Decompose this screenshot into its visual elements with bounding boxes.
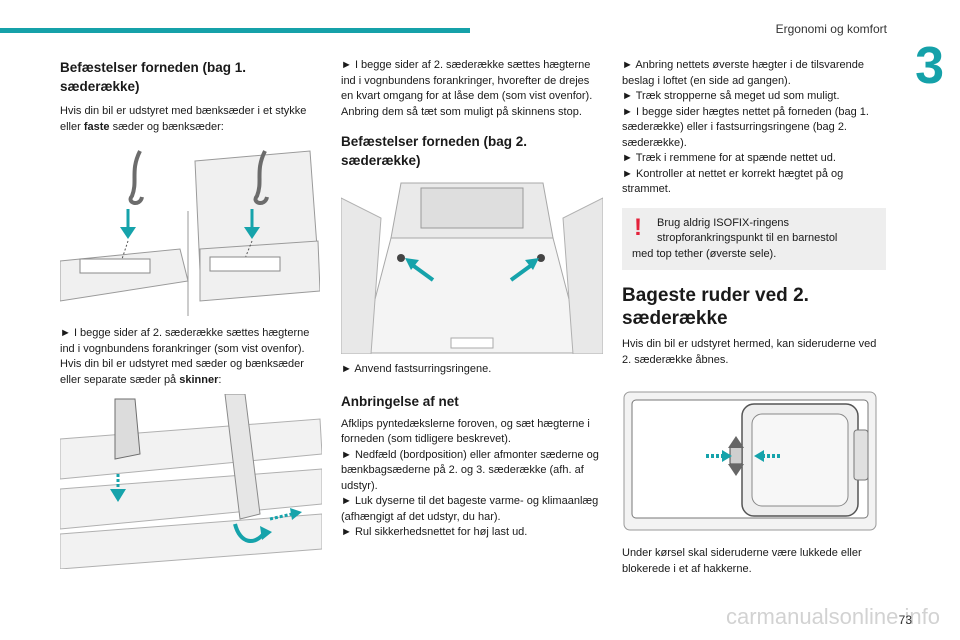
paragraph-net-intro: Afklips pyntedækslerne foroven, og sæt h… (341, 417, 590, 446)
paragraph-step: ► Nedfæld (bordposition) eller afmonter … (341, 448, 599, 492)
paragraph-step: ► I begge sider af 2. sæderække sættes h… (341, 59, 593, 102)
text: Hvis din bil er udstyret med sæder og bæ… (60, 358, 304, 386)
paragraph-note: Hvis din bil er udstyret med sæder og bæ… (60, 357, 320, 388)
rail-illustration-svg (60, 394, 322, 569)
paragraph-outro: Under kørsel skal sideruderne være lukke… (622, 547, 862, 575)
section-heading-lower-fixings-row2: Befæstelser forneden (bag 2. sæderække) (341, 134, 528, 168)
illustration-lashing-rings (341, 178, 603, 354)
side-window-svg (622, 386, 884, 536)
text: Hvis din bil er udstyret med bænksæder i… (60, 105, 307, 133)
column-3: ► Anbring nettets øverste hægter i de ti… (622, 58, 886, 577)
chapter-title: Ergonomi og komfort (775, 22, 887, 36)
warning-text: Brug aldrig ISOFIX-ringens stropforankri… (657, 216, 838, 245)
paragraph-step: ► Rul sikkerhedsnettet for høj last ud. (341, 526, 528, 538)
text: : (218, 373, 222, 386)
bold-text: faste (83, 120, 110, 133)
paragraph-step: ► Træk i remmene for at spænde nettet ud… (622, 152, 836, 164)
paragraph-step: ► Kontroller at nettet er korrekt hægtet… (622, 167, 844, 196)
paragraph-step: ► Luk dyserne til det bageste varme- og … (341, 495, 599, 523)
watermark: carmanualsonline.info (725, 604, 940, 629)
warning-box: ! Brug aldrig ISOFIX-ringens stropforank… (622, 207, 886, 270)
paragraph-note: Anbring dem så tæt som muligt på skinnen… (341, 105, 582, 118)
hook-illustration-svg (60, 141, 320, 316)
paragraph-step: ► I begge sider af 2. sæderække sættes h… (60, 327, 310, 355)
warning-icon: ! (634, 213, 642, 241)
cargo-floor-svg (341, 178, 603, 354)
section-heading-rear-windows: Bageste ruder ved 2. sæderække (622, 285, 809, 329)
text: sæder og bænksæder: (109, 120, 224, 133)
paragraph-step: ► Anvend fastsurringsringene. (341, 363, 492, 375)
header-accent-bar (0, 28, 470, 33)
section-heading-lower-fixings-row1: Befæstelser forneden (bag 1. sæderække) (60, 60, 247, 94)
bold-text: skinner (179, 373, 219, 386)
warning-text-cont: med top tether (øverste sele). (632, 247, 777, 260)
paragraph-step: ► Anbring nettets øverste hægter i de ti… (622, 59, 865, 87)
illustration-hooks-rails (60, 394, 322, 569)
chapter-number: 3 (915, 37, 944, 95)
illustration-hooks-floor-anchors (60, 141, 320, 316)
paragraph-intro: Hvis din bil er udstyret med bænksæder i… (60, 104, 320, 135)
paragraph-step: ► I begge sider hægtes nettet på fornede… (622, 105, 869, 149)
illustration-side-window (622, 386, 884, 536)
page-number: 73 (898, 613, 912, 627)
column-2: ► I begge sider af 2. sæderække sættes h… (341, 58, 603, 541)
paragraph-intro: Hvis din bil er udstyret hermed, kan sid… (622, 338, 877, 366)
paragraph-step: ► Træk stropperne så meget ud som muligt… (622, 90, 840, 102)
section-heading-net: Anbringelse af net (341, 393, 459, 409)
column-1: Befæstelser forneden (bag 1. sæderække) … (60, 58, 322, 569)
